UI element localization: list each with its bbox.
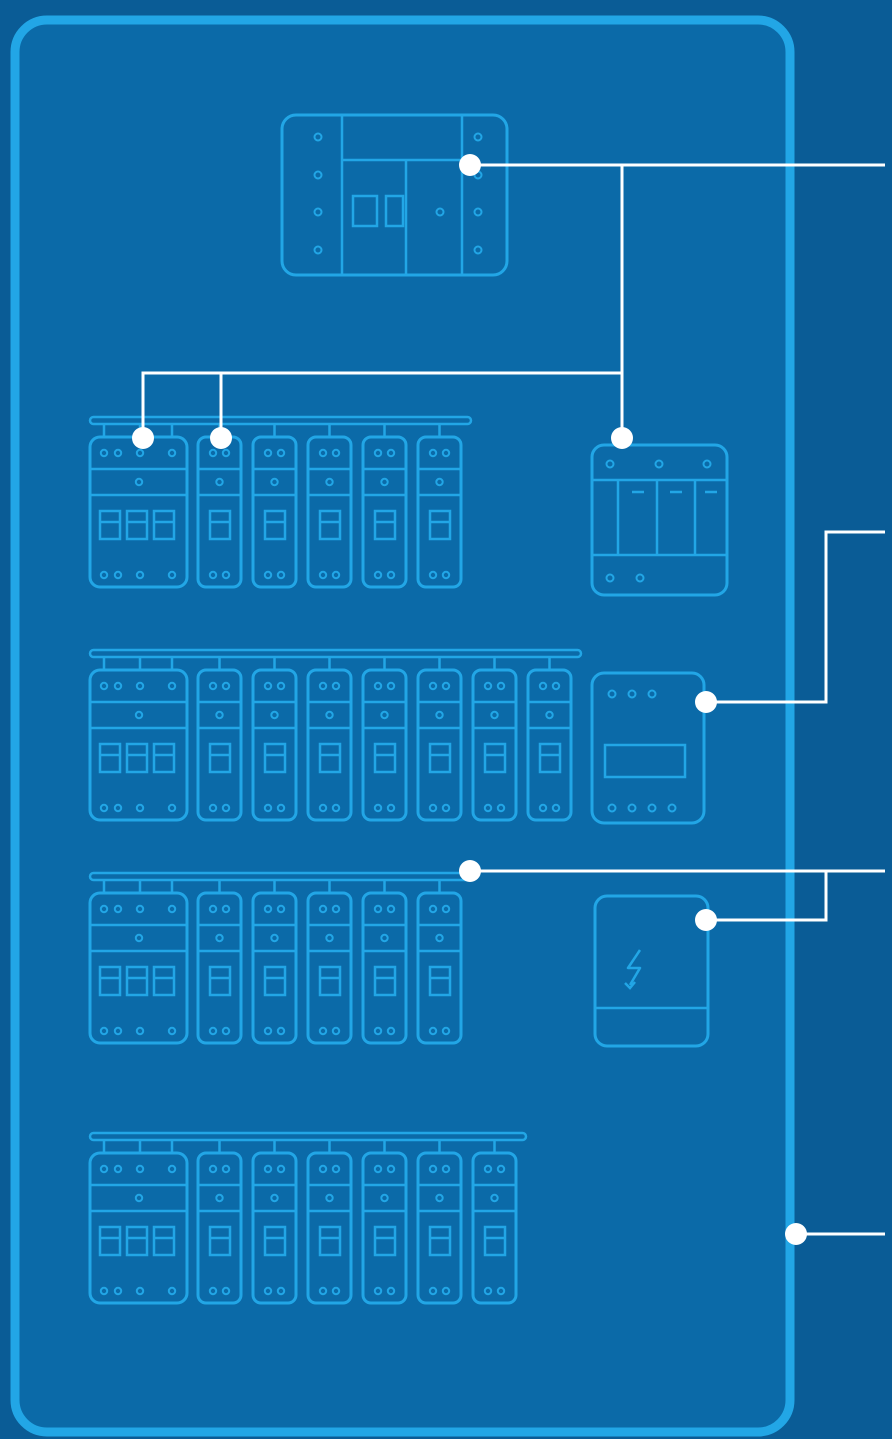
energy-meter-icon [590,671,706,825]
single-pole-breaker-icon [526,657,573,822]
single-pole-breaker-icon [251,424,298,589]
single-pole-breaker-icon [251,880,298,1045]
three-pole-breaker-icon [88,657,189,822]
single-pole-breaker-icon [416,880,463,1045]
single-pole-breaker-icon [251,1140,298,1305]
single-pole-breaker-icon [196,657,243,822]
main-breaker-icon [280,113,509,277]
single-pole-breaker-icon [471,1140,518,1305]
single-pole-breaker-icon [361,880,408,1045]
single-pole-breaker-icon [306,657,353,822]
breaker-row [88,415,473,589]
single-pole-breaker-icon [361,424,408,589]
single-pole-breaker-icon [361,1140,408,1305]
single-pole-breaker-icon [416,657,463,822]
breaker-row [88,871,473,1045]
three-pole-breaker-icon [88,424,189,589]
single-pole-breaker-icon [361,657,408,822]
surge-protector-icon [590,443,729,597]
single-pole-breaker-icon [306,424,353,589]
single-pole-breaker-icon [471,657,518,822]
single-pole-breaker-icon [196,1140,243,1305]
single-pole-breaker-icon [416,1140,463,1305]
single-pole-breaker-icon [251,657,298,822]
breaker-row [88,648,583,822]
three-pole-breaker-icon [88,1140,189,1305]
leader-lines [132,154,885,1245]
single-pole-breaker-icon [306,880,353,1045]
cabinet-enclosure [10,15,795,1437]
breaker-rows [88,415,583,1305]
breaker-row [88,1131,528,1305]
single-pole-breaker-icon [196,880,243,1045]
three-pole-breaker-icon [88,880,189,1045]
single-pole-breaker-icon [416,424,463,589]
power-supply-icon [593,894,710,1048]
single-pole-breaker-icon [306,1140,353,1305]
